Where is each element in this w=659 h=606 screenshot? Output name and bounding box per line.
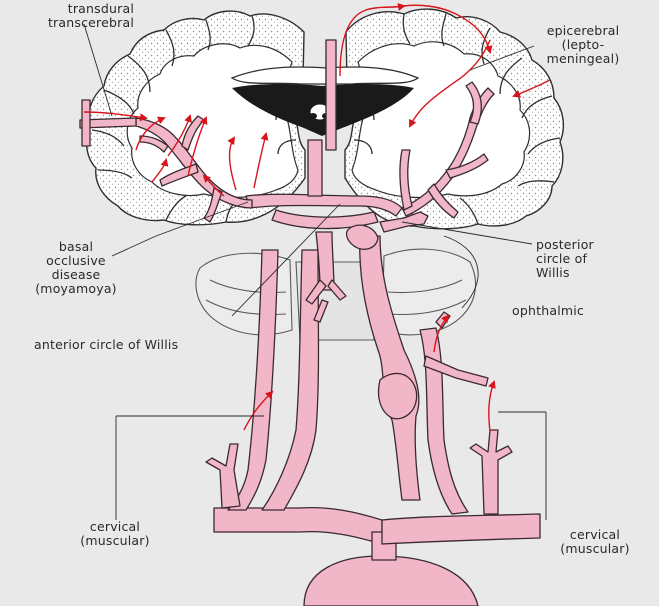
label-basal: basal occlusive disease (moyamoya) — [26, 240, 126, 296]
label-basal-line3: disease — [51, 267, 101, 282]
label-ophthalmic: ophthalmic — [512, 303, 584, 318]
label-cervical-left-line1: cervical — [89, 519, 141, 534]
label-epicerebral-line3: meningeal) — [546, 51, 620, 66]
label-transdural: transdural transcerebral — [24, 2, 134, 30]
label-posterior-line1: posterior — [536, 237, 594, 252]
label-posterior-line2: circle of — [536, 251, 588, 266]
arterial-tree — [79, 39, 541, 606]
label-posterior-line3: Willis — [536, 265, 570, 280]
label-transdural-line1: transdural — [67, 1, 134, 16]
label-epicerebral: epicerebral (lepto- meningeal) — [528, 24, 638, 66]
label-cervical-right: cervical (muscular) — [540, 528, 650, 556]
left-carotid — [227, 249, 279, 511]
label-cervical-left-line2: (muscular) — [80, 533, 150, 548]
label-transdural-line2: transcerebral — [47, 15, 134, 30]
label-basal-line1: basal — [58, 239, 94, 254]
left-vertebral — [261, 249, 320, 511]
collateral-arrows — [83, 3, 551, 433]
label-cervical-left: cervical (muscular) — [60, 520, 170, 548]
leader-lines — [83, 23, 547, 520]
right-internal-carotid — [359, 235, 421, 501]
label-basal-line4: (moyamoya) — [35, 281, 117, 296]
label-posterior: posterior circle of Willis — [536, 238, 636, 280]
label-cervical-right-line1: cervical — [569, 527, 621, 542]
ventricles — [230, 60, 420, 150]
label-epicerebral-line2: (lepto- — [561, 37, 605, 52]
right-external-carotid — [419, 327, 469, 515]
aortic-arch — [213, 506, 383, 545]
label-epicerebral-line1: epicerebral — [546, 23, 620, 38]
label-basal-line2: occlusive — [46, 253, 106, 268]
label-anterior: anterior circle of Willis — [34, 337, 179, 352]
label-cervical-right-line2: (muscular) — [560, 541, 630, 556]
